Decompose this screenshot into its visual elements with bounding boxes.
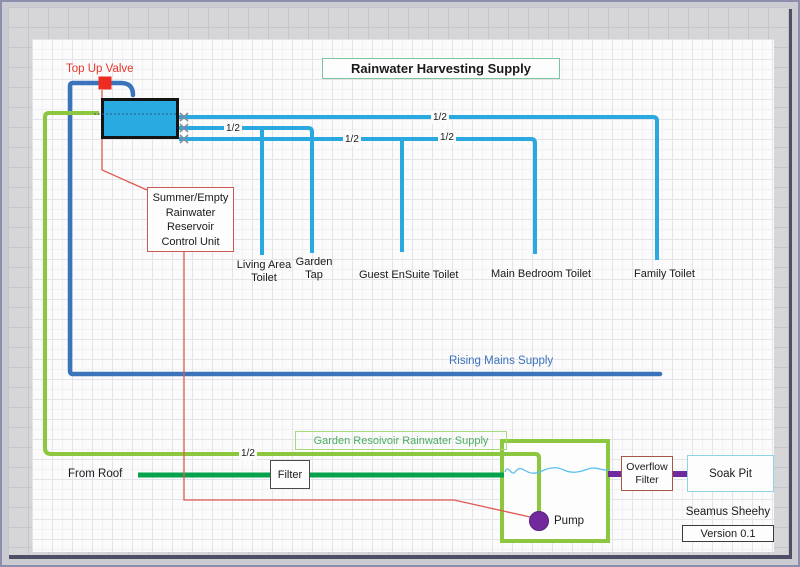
filter-label: Filter (277, 468, 303, 481)
pipe-size-label-garden-supply: 1/2 (239, 447, 257, 460)
rising-mains-label: Rising Mains Supply (449, 355, 554, 367)
garden-supply-label: Garden Resoivoir Rainwater Supply (313, 434, 489, 447)
outlet-label-guest-ensuite: Guest EnSuite Toilet (359, 269, 459, 281)
pipe-size-label-family: 1/2 (431, 111, 449, 124)
outlet-label-family: Family Toilet (634, 268, 695, 280)
top-up-valve-label: Top Up Valve (66, 63, 134, 75)
from-roof-label: From Roof (68, 468, 123, 480)
overflow-filter-line1: Overflow (626, 461, 668, 473)
control-unit-box: Summer/Empty Rainwater Reservoir Control… (147, 187, 234, 252)
version-label: Version 0.1 (700, 527, 756, 540)
overflow-filter-line2: Filter (635, 474, 659, 486)
filter-box: Filter (270, 460, 310, 489)
outlet-label-living-area: Living Area Toilet (236, 259, 292, 284)
author-label: Seamus Sheehy (685, 506, 771, 518)
pipe-size-label-garden-branch: 1/2 (224, 122, 242, 135)
control-unit-line1: Summer/Empty (152, 192, 229, 204)
pump-label: Pump (554, 515, 585, 527)
soak-pit-box: Soak Pit (687, 455, 774, 492)
outlet-label-garden-tap: Garden Tap (295, 256, 333, 281)
diagram-title: Rainwater Harvesting Supply (351, 61, 531, 76)
pipe-size-label-guest-branch: 1/2 (343, 133, 361, 146)
diagram-title-box: Rainwater Harvesting Supply (322, 58, 560, 79)
outlet-label-main-bedroom: Main Bedroom Toilet (491, 268, 592, 280)
control-unit-line3: Reservoir (166, 221, 215, 233)
control-unit-line2: Rainwater (165, 206, 216, 219)
overflow-filter-box: Overflow Filter (621, 456, 673, 491)
control-unit-line4: Control Unit (161, 235, 220, 248)
version-box: Version 0.1 (682, 525, 774, 542)
garden-supply-label-box: Garden Resoivoir Rainwater Supply (295, 431, 507, 450)
soak-pit-label: Soak Pit (709, 467, 752, 480)
pipe-size-label-main-bedroom-branch: 1/2 (438, 131, 456, 144)
